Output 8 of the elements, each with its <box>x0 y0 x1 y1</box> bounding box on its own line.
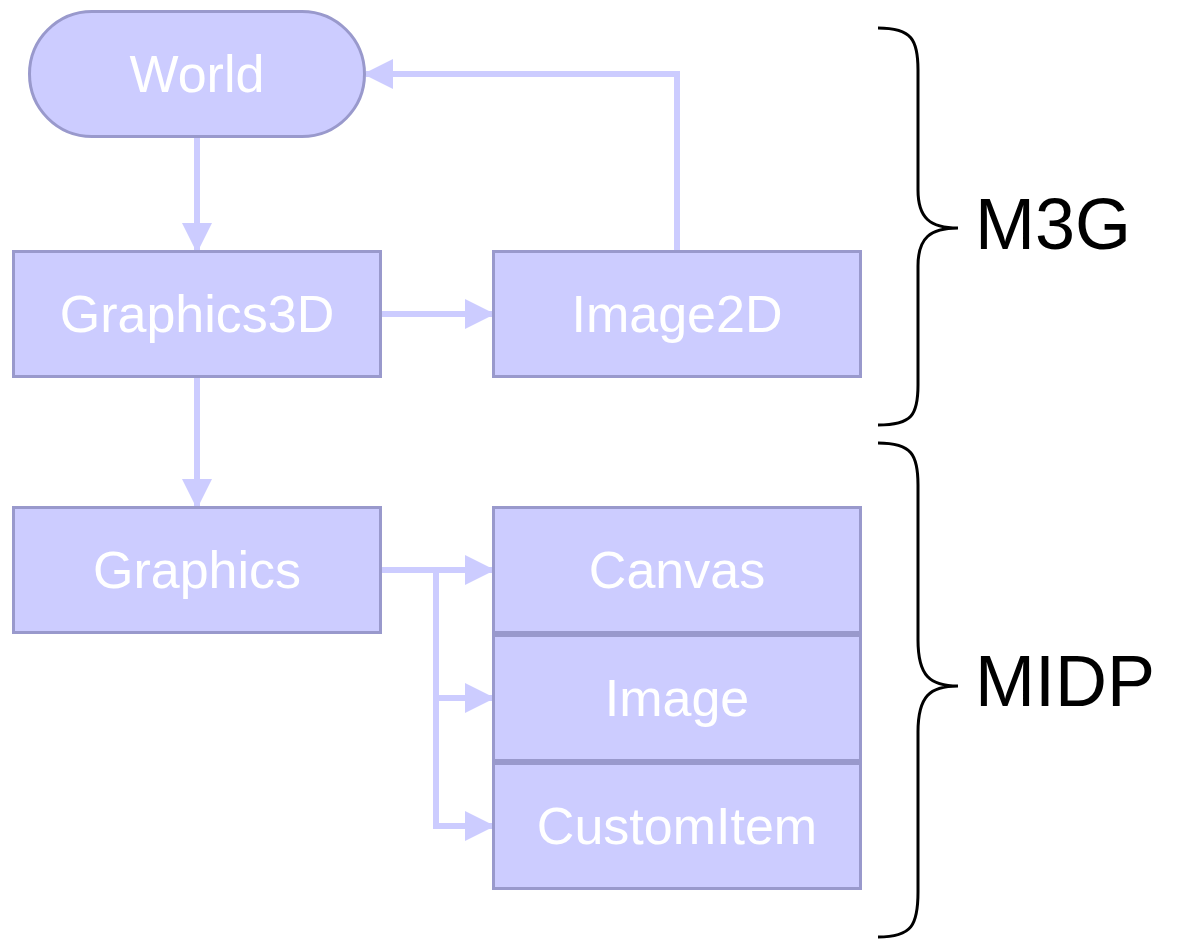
process-box <box>492 506 862 634</box>
process-box <box>492 762 862 890</box>
group-label: MIDP <box>975 645 1155 717</box>
process-box <box>12 506 382 634</box>
group-label: M3G <box>975 188 1132 260</box>
process-box <box>12 250 382 378</box>
process-box <box>492 634 862 762</box>
process-box <box>492 250 862 378</box>
